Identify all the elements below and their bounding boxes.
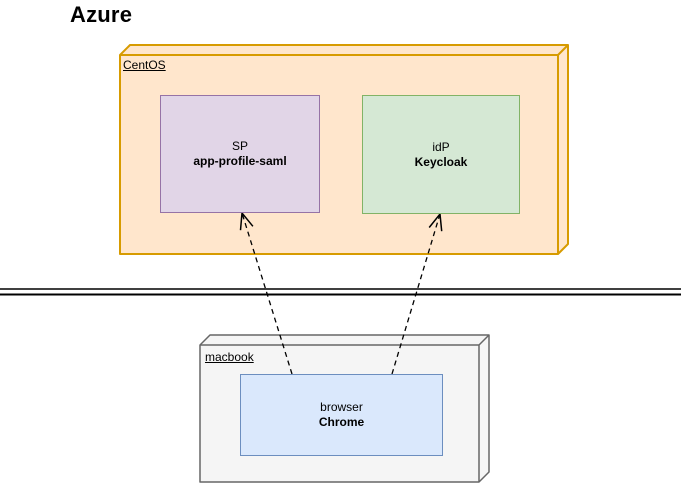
idp-role-label: idP [432, 139, 450, 154]
arrowhead-idp [428, 212, 443, 232]
edge-browser-to-sp [239, 211, 293, 375]
browser-role-label: browser [320, 400, 363, 414]
separator-double-line [0, 288, 681, 296]
sp-role-label: SP [231, 139, 248, 153]
centos-label: CentOS [123, 58, 166, 72]
sp-name-label: app-profile-saml [193, 154, 287, 168]
sp-node: SP app-profile-saml [160, 95, 320, 213]
idp-name-label: Keycloak [414, 154, 468, 169]
edge-browser-to-idp [391, 212, 443, 375]
idp-node: idP Keycloak [362, 95, 520, 214]
arrowhead-sp [239, 211, 254, 231]
browser-name-label: Chrome [318, 415, 365, 429]
macbook-label: macbook [205, 350, 254, 364]
browser-node: browser Chrome [240, 374, 443, 456]
page-title: Azure [70, 2, 133, 27]
